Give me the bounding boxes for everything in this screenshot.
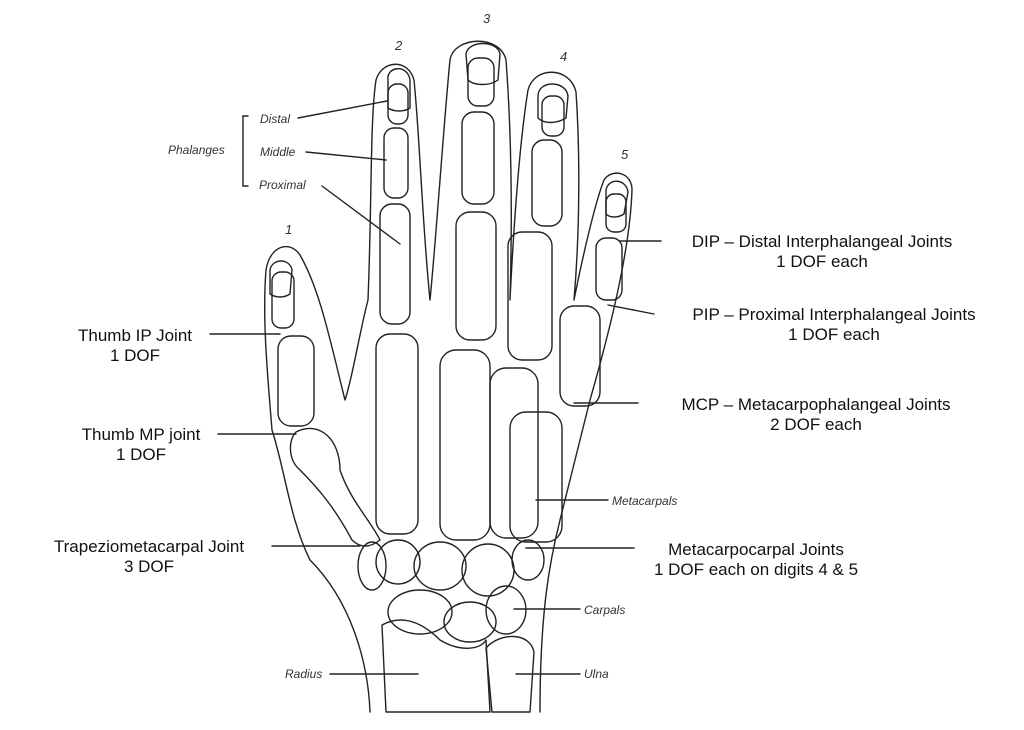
digit-label-2: 2 (395, 38, 403, 53)
dip-dof: 1 DOF each (776, 252, 868, 271)
metacarpals-label: Metacarpals (612, 494, 678, 508)
distal-label: Distal (260, 112, 291, 126)
hand-outline (263, 40, 633, 713)
digit-label-5: 5 (621, 147, 629, 162)
trapeziometacarpal-name: Trapeziometacarpal Joint (53, 537, 245, 556)
digit-label-3: 3 (483, 11, 491, 26)
dip-name: DIP – Distal Interphalangeal Joints (691, 232, 953, 251)
metacarpocarpal-name: Metacarpocarpal Joints (668, 540, 844, 559)
mcp-annotation: MCP – Metacarpophalangeal Joints 2 DOF e… (644, 395, 988, 435)
mcp-name: MCP – Metacarpophalangeal Joints (681, 395, 951, 414)
thumb-ip-name: Thumb IP Joint (77, 326, 193, 345)
carpals-label: Carpals (584, 603, 626, 617)
middle-label: Middle (260, 145, 296, 159)
metacarpocarpal-annotation: Metacarpocarpal Joints 1 DOF each on dig… (618, 540, 894, 580)
thumb-ip-dof: 1 DOF (109, 346, 161, 365)
thumb-mp-name: Thumb MP joint (81, 425, 201, 444)
phalanges-label: Phalanges (168, 143, 225, 157)
ulna-label: Ulna (584, 667, 609, 681)
pip-name: PIP – Proximal Interphalangeal Joints (692, 305, 976, 324)
pip-annotation: PIP – Proximal Interphalangeal Joints 1 … (656, 305, 1012, 345)
radius-label: Radius (285, 667, 323, 681)
mcp-dof: 2 DOF each (770, 415, 862, 434)
metacarpocarpal-dof: 1 DOF each on digits 4 & 5 (653, 560, 859, 579)
thumb-mp-annotation: Thumb MP joint 1 DOF (66, 425, 216, 465)
trapeziometacarpal-dof: 3 DOF (123, 557, 175, 576)
pip-dof: 1 DOF each (788, 325, 880, 344)
thumb-mp-dof: 1 DOF (115, 445, 167, 464)
digit-label-4: 4 (560, 49, 568, 64)
thumb-ip-annotation: Thumb IP Joint 1 DOF (60, 326, 210, 366)
digit-label-1: 1 (285, 222, 293, 237)
dip-annotation: DIP – Distal Interphalangeal Joints 1 DO… (662, 232, 982, 272)
proximal-label: Proximal (259, 178, 306, 192)
trapeziometacarpal-annotation: Trapeziometacarpal Joint 3 DOF (26, 537, 272, 577)
